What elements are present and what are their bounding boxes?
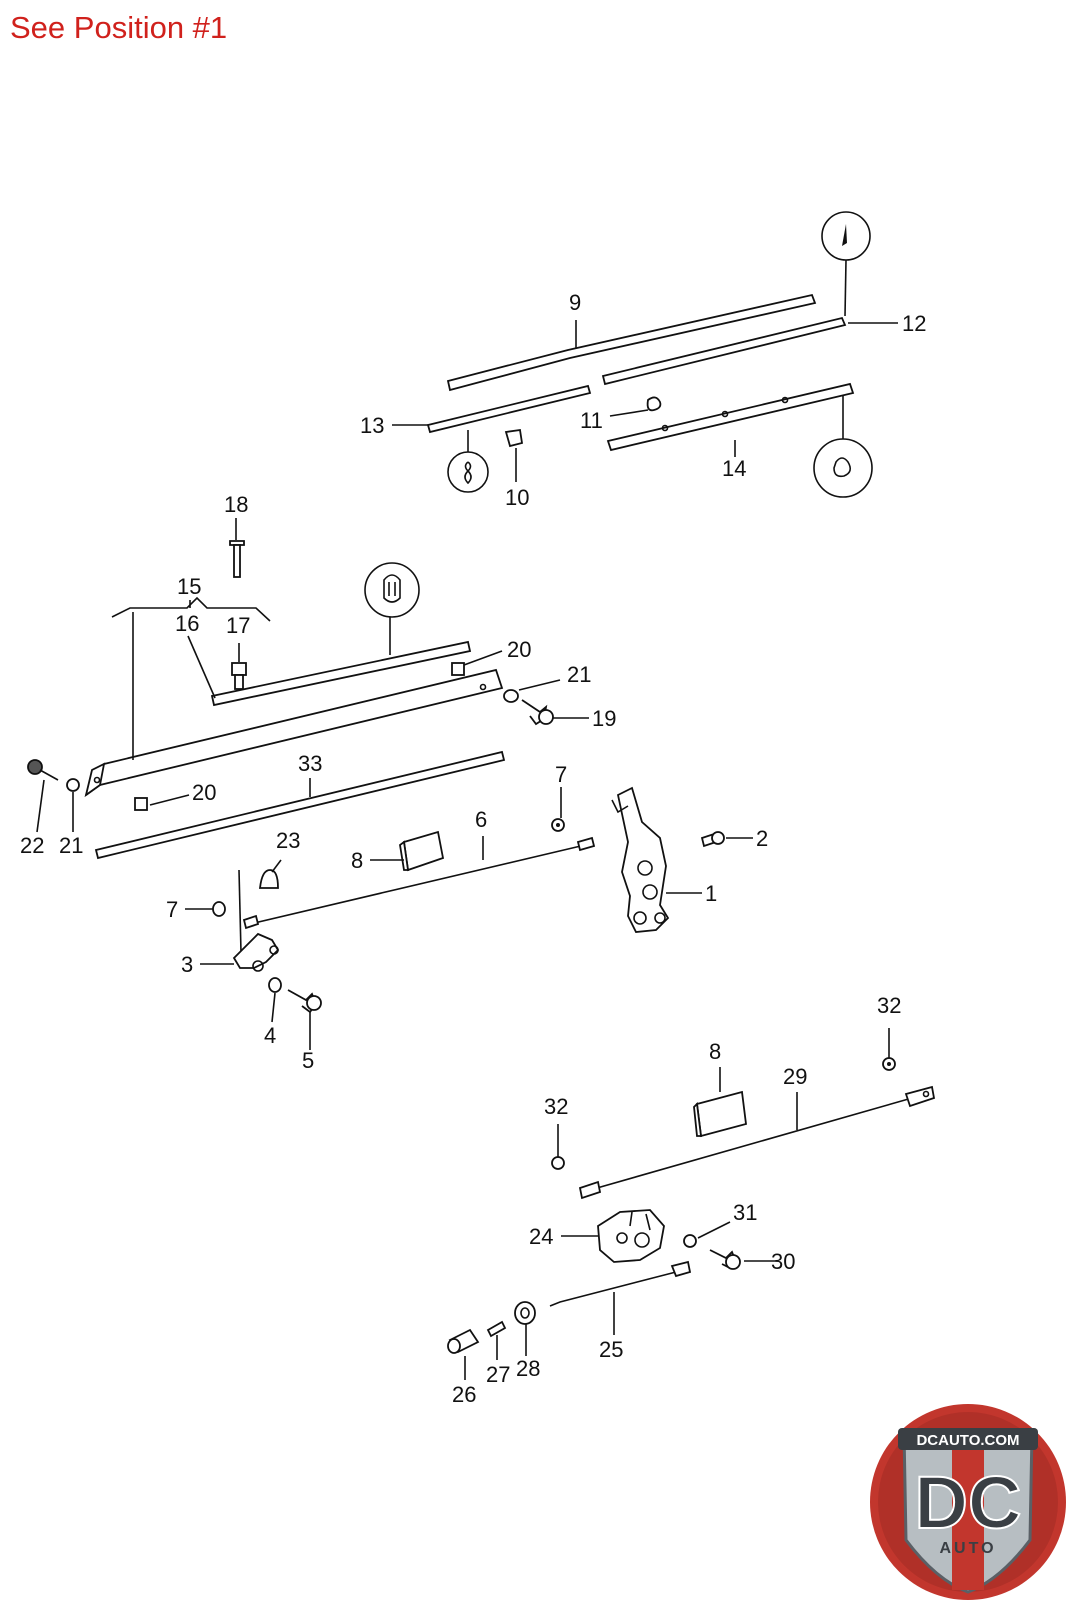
clip-20-upper <box>451 662 465 676</box>
label-30: 30 <box>771 1249 795 1274</box>
label-14: 14 <box>722 456 746 481</box>
label-26: 26 <box>452 1382 476 1407</box>
label-16: 16 <box>175 611 199 636</box>
washer-32-left <box>551 1156 565 1170</box>
pad-8-lower <box>693 1090 747 1138</box>
clip-10 <box>504 428 524 448</box>
screw-17 <box>231 662 247 690</box>
washer-21-left <box>66 778 80 792</box>
strip-14 <box>606 382 855 452</box>
strip-9 <box>446 293 817 392</box>
label-33: 33 <box>298 751 322 776</box>
screw-2 <box>700 831 725 848</box>
label-13: 13 <box>360 413 384 438</box>
label-17: 17 <box>226 613 250 638</box>
page-caption: See Position #1 <box>10 10 228 45</box>
label-8-upper: 8 <box>351 848 363 873</box>
label-29: 29 <box>783 1064 807 1089</box>
label-20-upper: 20 <box>507 637 531 662</box>
washer-21-right <box>503 689 519 703</box>
clip-7-upper <box>551 818 565 832</box>
bracket-15 <box>111 596 271 622</box>
bolt-30 <box>709 1249 741 1270</box>
lever-3 <box>232 869 280 972</box>
label-7-lower: 7 <box>166 897 178 922</box>
bushing-28 <box>514 1301 536 1325</box>
cable-25 <box>549 1260 692 1307</box>
clip-7-lower <box>212 901 226 917</box>
label-20-lower: 20 <box>192 780 216 805</box>
label-5: 5 <box>302 1048 314 1073</box>
sleeve-26 <box>447 1328 480 1354</box>
label-6: 6 <box>475 807 487 832</box>
label-1: 1 <box>705 881 717 906</box>
label-10: 10 <box>505 485 529 510</box>
strip-13 <box>426 384 592 434</box>
rail-body <box>84 668 504 798</box>
bolt-5 <box>287 989 322 1014</box>
svg-text:DC: DC <box>915 1461 1022 1544</box>
svg-text:AUTO: AUTO <box>939 1540 996 1557</box>
detail-circle-14 <box>813 395 873 498</box>
label-15: 15 <box>177 574 201 599</box>
clip-11 <box>646 396 662 412</box>
dcauto-logo: DCAUTO.COM DC AUTO <box>870 1404 1066 1600</box>
label-32-right: 32 <box>877 993 901 1018</box>
label-32-left: 32 <box>544 1094 568 1119</box>
detail-circle-12 <box>821 211 871 317</box>
strip-33 <box>94 750 506 860</box>
rod-6 <box>242 836 596 930</box>
label-18: 18 <box>224 492 248 517</box>
label-28: 28 <box>516 1356 540 1381</box>
rail-16 <box>210 640 472 707</box>
washer-4 <box>268 977 282 993</box>
bolt-19 <box>521 699 554 726</box>
pad-8-upper <box>399 830 445 872</box>
label-8-lower: 8 <box>709 1039 721 1064</box>
label-25: 25 <box>599 1337 623 1362</box>
svg-text:DCAUTO.COM: DCAUTO.COM <box>916 1432 1019 1449</box>
lock-24 <box>597 1209 665 1263</box>
label-21-left: 21 <box>59 833 83 858</box>
detail-circle-16 <box>364 562 420 655</box>
strip-12 <box>601 316 847 386</box>
label-12: 12 <box>902 311 926 336</box>
label-27: 27 <box>486 1362 510 1387</box>
label-2: 2 <box>756 826 768 851</box>
label-3: 3 <box>181 952 193 977</box>
label-9: 9 <box>569 290 581 315</box>
label-23: 23 <box>276 828 300 853</box>
washer-32-right <box>882 1057 896 1071</box>
detail-circle-13 <box>447 430 489 493</box>
label-19: 19 <box>592 706 616 731</box>
bolt-18 <box>229 540 245 578</box>
screw-22 <box>27 759 59 781</box>
pin-27 <box>486 1320 507 1338</box>
washer-31 <box>683 1234 697 1248</box>
label-4: 4 <box>264 1023 276 1048</box>
clip-20-lower <box>134 797 148 811</box>
label-7-upper: 7 <box>555 762 567 787</box>
label-21-right: 21 <box>567 662 591 687</box>
label-24: 24 <box>529 1224 553 1249</box>
knob-23 <box>258 869 279 889</box>
label-31: 31 <box>733 1200 757 1225</box>
lock-1 <box>611 786 670 933</box>
label-22: 22 <box>20 833 44 858</box>
label-11: 11 <box>580 408 603 433</box>
rod-29 <box>578 1085 936 1200</box>
